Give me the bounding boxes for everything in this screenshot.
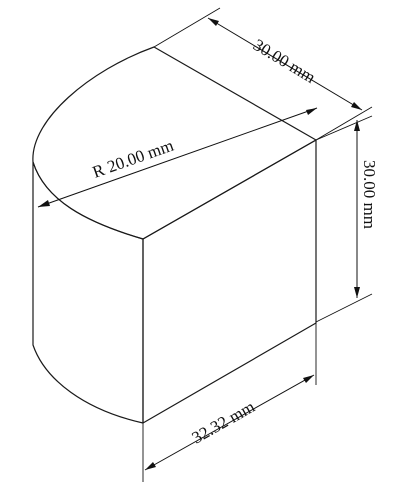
radius-arrowhead-end	[306, 108, 317, 115]
bottom-width-dimension: 32.32 mm	[144, 374, 315, 471]
right-height-arrow-top	[354, 120, 360, 131]
bottom-width-label: 32.32 mm	[189, 397, 258, 447]
ext-line-top-back	[153, 7, 221, 48]
bottom-width-arrow-end	[303, 375, 314, 383]
top-depth-dim-line	[207, 17, 363, 111]
radius-leader-line	[37, 107, 318, 208]
ext-line-right-bottom	[315, 293, 373, 323]
ext-line-right-top	[315, 115, 373, 141]
right-height-arrow-bottom	[354, 287, 360, 298]
radius-arrowhead	[38, 200, 50, 207]
top-depth-dimension: 30.00 mm	[207, 17, 363, 111]
extension-lines	[142, 7, 373, 482]
top-face	[32, 46, 317, 240]
ext-line-top-front	[315, 106, 373, 141]
front-face	[142, 139, 317, 424]
solid-part	[32, 46, 317, 424]
radius-dimension: R 20.00 mm	[37, 107, 318, 208]
top-depth-arrow-end	[351, 102, 362, 110]
top-depth-arrow-start	[208, 18, 219, 26]
right-height-dimension: 30.00 mm	[354, 120, 379, 298]
bottom-width-dim-line	[144, 374, 315, 471]
curved-side-face	[32, 161, 144, 424]
right-height-label: 30.00 mm	[360, 160, 379, 229]
top-depth-label: 30.00 mm	[250, 35, 319, 87]
radius-label: R 20.00 mm	[90, 136, 176, 182]
bottom-width-arrow-start	[145, 462, 156, 470]
